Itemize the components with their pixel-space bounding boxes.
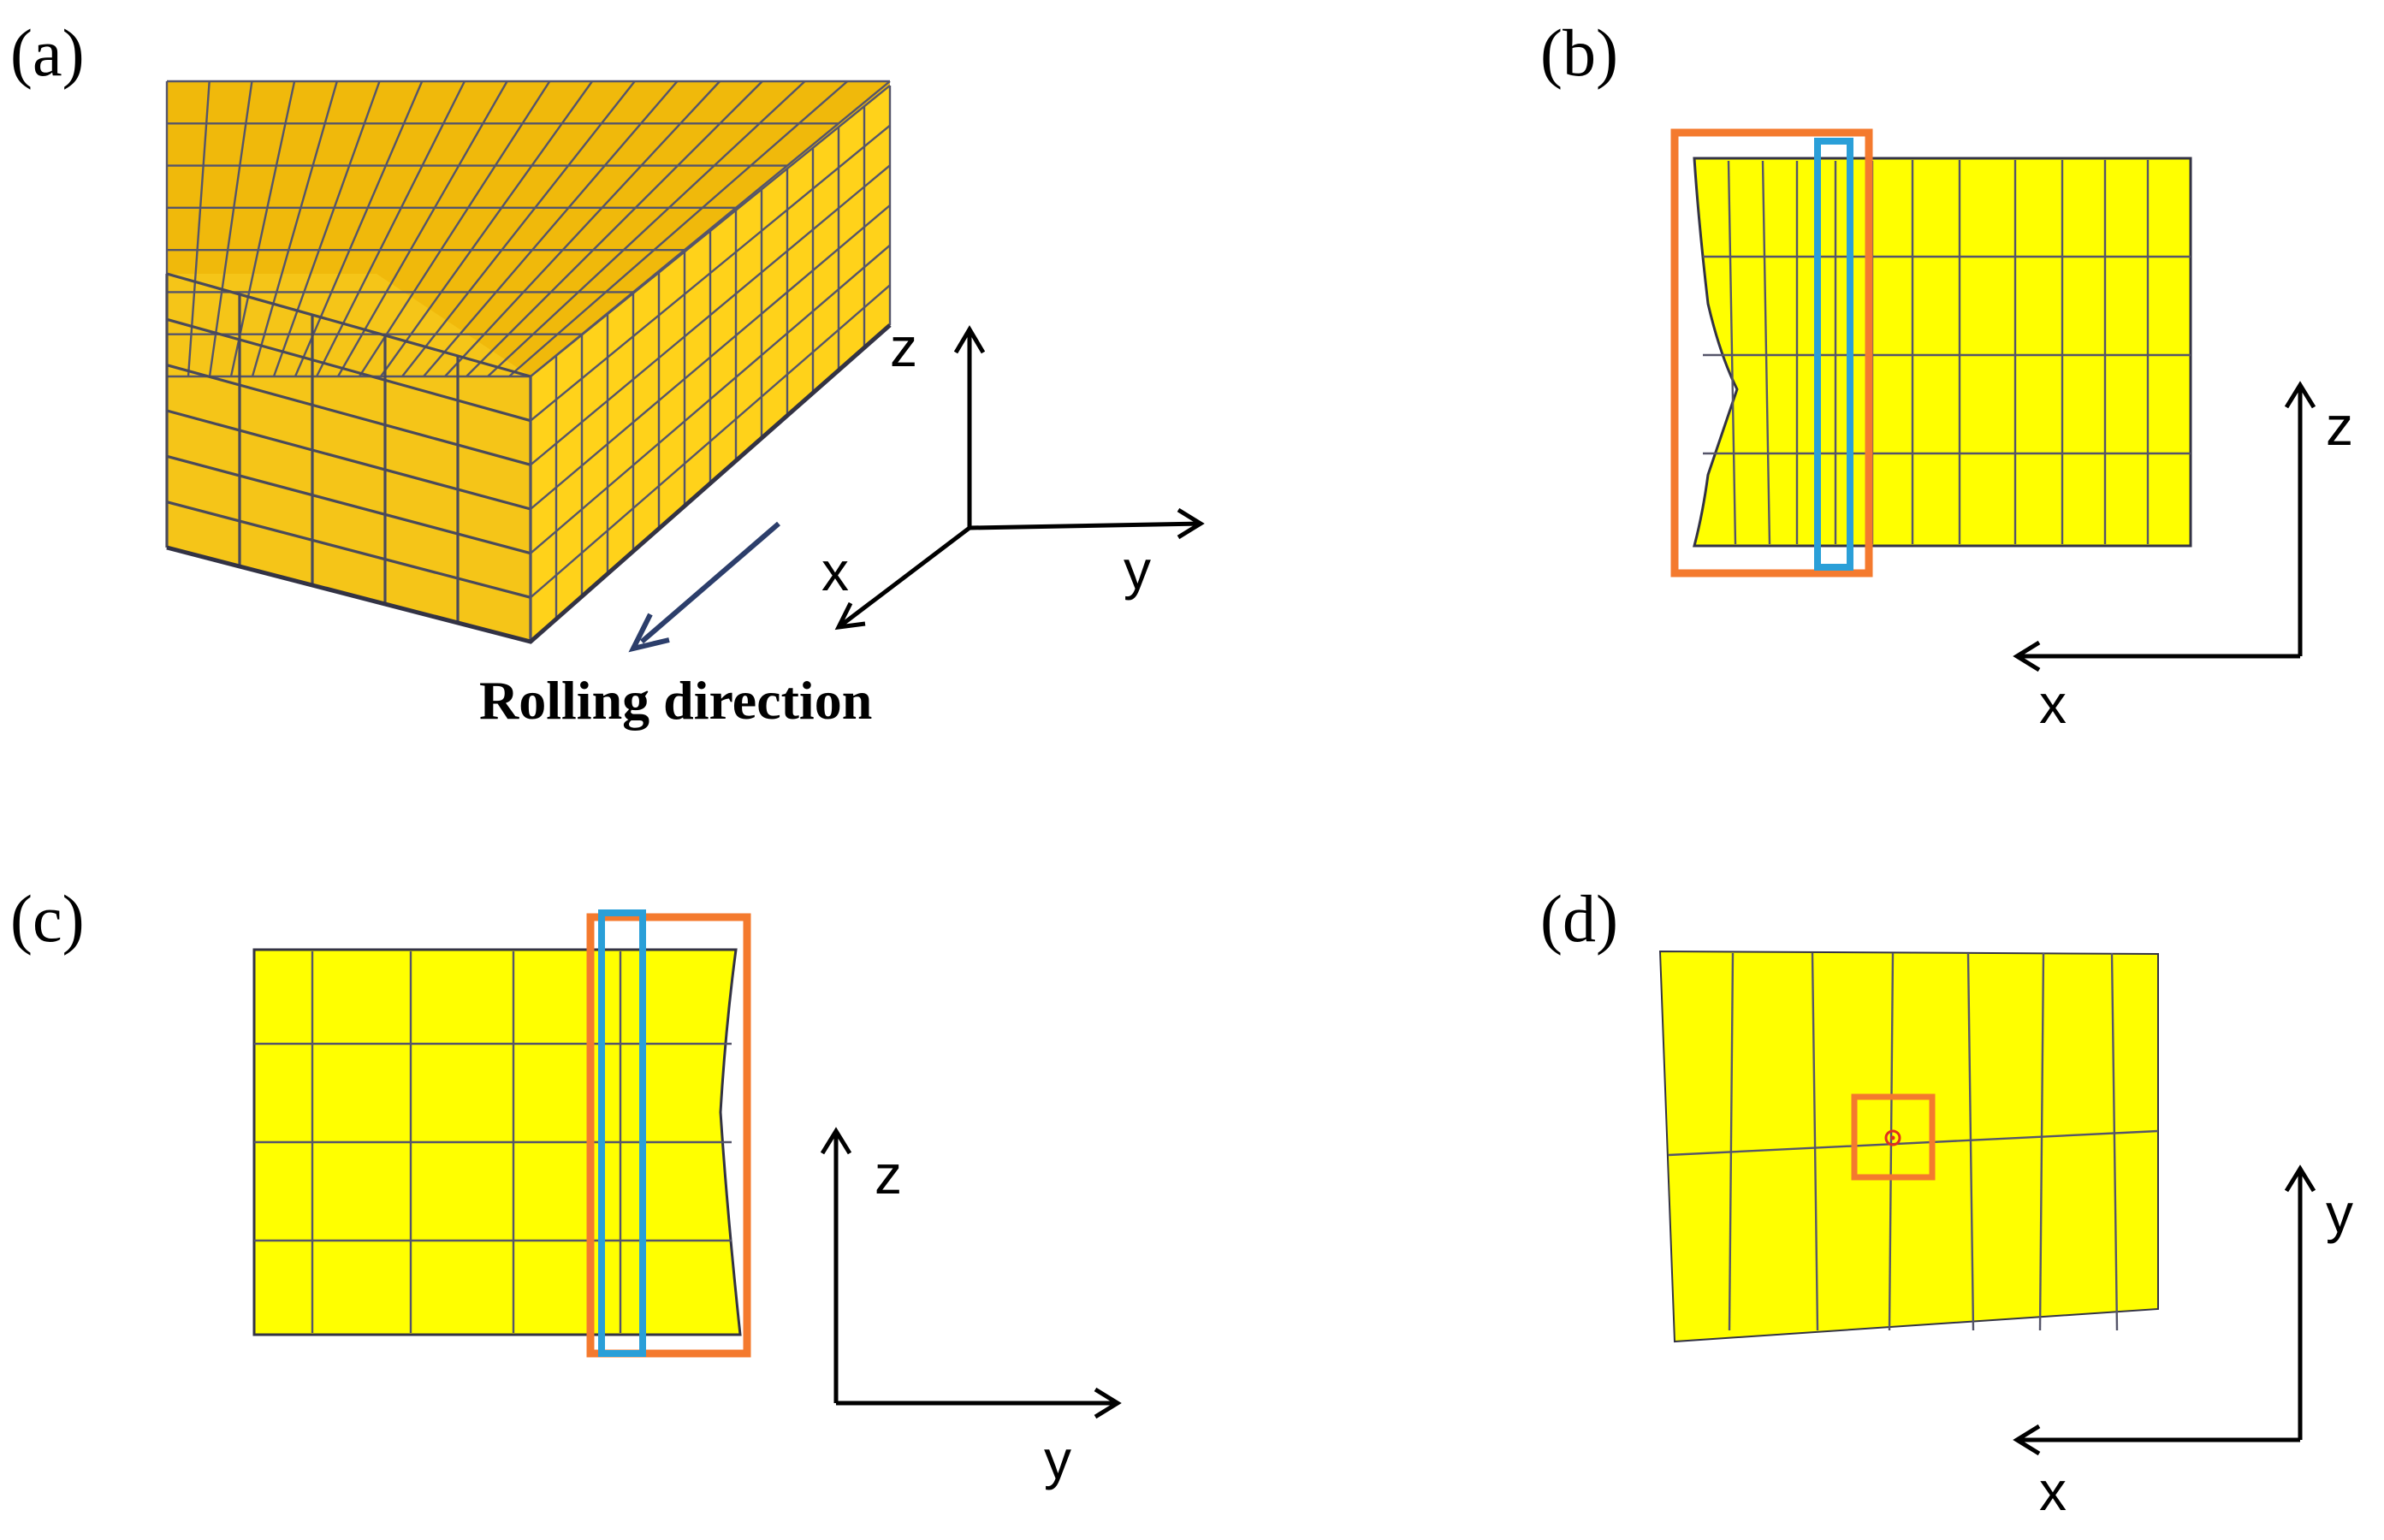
mesh-line bbox=[530, 244, 891, 554]
axis-x-label-d: x bbox=[2039, 1460, 2067, 1522]
mesh-line bbox=[530, 204, 891, 510]
mesh-lines-3d bbox=[165, 80, 892, 643]
axis-y-label-c: y bbox=[1044, 1429, 1071, 1490]
mesh-line bbox=[530, 284, 891, 599]
panel-b-label: (b) bbox=[1540, 15, 1618, 90]
mesh-line bbox=[294, 80, 424, 377]
mesh-line bbox=[166, 317, 531, 423]
mesh-line bbox=[1761, 160, 1771, 545]
mesh-line bbox=[166, 500, 531, 599]
mesh-side-view-b bbox=[1693, 157, 2192, 548]
mesh-line bbox=[530, 124, 891, 422]
axis-z-label: z bbox=[890, 317, 917, 378]
panel-d: (d) y x bbox=[1540, 881, 2353, 1522]
mesh-line bbox=[251, 80, 338, 377]
mesh-line bbox=[166, 272, 531, 378]
mesh-top-view-d bbox=[1658, 950, 2159, 1343]
mesh-line bbox=[444, 80, 721, 377]
mesh-line bbox=[1727, 160, 1737, 545]
mesh-line bbox=[2038, 952, 2045, 1331]
highlight-point-dot-d bbox=[1890, 1135, 1895, 1140]
mesh-line bbox=[315, 80, 466, 377]
axis-x-label: x bbox=[821, 541, 849, 602]
mesh-line bbox=[423, 80, 679, 377]
axis-z-label-b: z bbox=[2326, 395, 2353, 457]
rolling-direction-arrow bbox=[628, 521, 780, 653]
highlight-point-box-d bbox=[1851, 1093, 1936, 1181]
highlight-inner-c bbox=[598, 909, 646, 1357]
mesh-line bbox=[1888, 952, 1895, 1331]
mesh-line bbox=[1668, 1129, 2159, 1157]
panel-b: (b) z x bbox=[1540, 15, 2353, 735]
axes-d bbox=[2013, 1164, 2316, 1456]
axes-3d bbox=[834, 325, 1205, 631]
mesh-lines-b bbox=[1703, 160, 2191, 545]
mesh-block-3d bbox=[165, 80, 892, 644]
mesh-line bbox=[166, 409, 531, 511]
axis-y-label: y bbox=[1124, 539, 1151, 601]
rolling-direction-caption: Rolling direction bbox=[479, 670, 872, 731]
highlight-inner-b bbox=[1814, 138, 1853, 571]
mesh-lines-d bbox=[1668, 952, 2159, 1331]
mesh-line bbox=[229, 80, 296, 377]
panel-c: (c) z y bbox=[10, 881, 1122, 1490]
mesh-line bbox=[401, 80, 636, 377]
mesh-line bbox=[508, 80, 849, 377]
mesh-line bbox=[272, 80, 381, 377]
mesh-line bbox=[380, 80, 594, 377]
highlight-outer-b bbox=[1670, 128, 1873, 578]
panel-a: (a) Rolling direction z x bbox=[10, 15, 1205, 731]
mesh-line bbox=[466, 80, 763, 377]
axis-y-label-d: y bbox=[2326, 1182, 2353, 1244]
mesh-line bbox=[1966, 952, 1975, 1331]
highlight-outer-c bbox=[586, 913, 751, 1358]
mesh-line bbox=[530, 164, 891, 466]
mesh-d-fill bbox=[1658, 950, 2159, 1343]
mesh-line bbox=[1811, 952, 1819, 1331]
axis-x-label-b: x bbox=[2039, 673, 2067, 735]
mesh-line bbox=[530, 85, 891, 377]
block-front-face bbox=[167, 274, 531, 642]
highlight-point-marker-d bbox=[1884, 1129, 1901, 1146]
mesh-line bbox=[2110, 952, 2119, 1331]
mesh-line bbox=[1728, 952, 1735, 1331]
axes-c bbox=[820, 1127, 1122, 1419]
mesh-line bbox=[166, 454, 531, 555]
mesh-lines-c bbox=[254, 951, 732, 1333]
mesh-line bbox=[166, 364, 531, 466]
axis-z-label-c: z bbox=[875, 1144, 902, 1205]
mesh-line bbox=[336, 80, 508, 377]
axes-b bbox=[2013, 381, 2316, 672]
panel-d-label: (d) bbox=[1540, 881, 1618, 956]
mesh-line bbox=[358, 80, 551, 377]
panel-a-label: (a) bbox=[10, 15, 85, 90]
mesh-line bbox=[487, 80, 806, 377]
panel-c-label: (c) bbox=[10, 881, 85, 956]
mesh-side-view-c bbox=[252, 948, 742, 1336]
mesh-line bbox=[208, 80, 253, 377]
block-bottom-edge bbox=[166, 323, 892, 644]
